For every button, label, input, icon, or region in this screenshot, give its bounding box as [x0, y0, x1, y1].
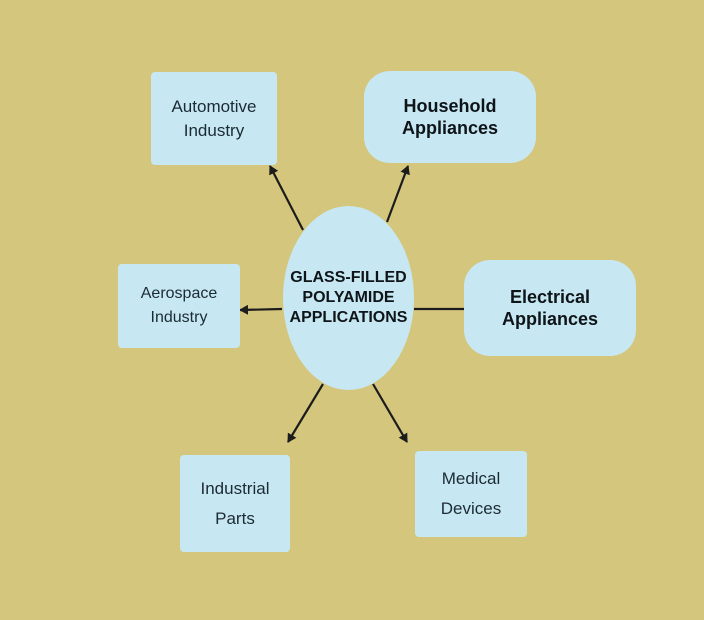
node-label: Automotive Industry	[171, 96, 257, 140]
node-industrial-parts: Industrial Parts	[180, 455, 290, 552]
node-electrical-appliances: Electrical Appliances	[464, 260, 636, 356]
node-aerospace-industry: Aerospace Industry	[118, 264, 240, 348]
arrow-to-medical	[372, 383, 408, 443]
node-household-appliances: Household Appliances	[364, 71, 536, 163]
node-label: Aerospace Industry	[140, 285, 218, 326]
central-topic-label: GLASS-FILLED POLYAMIDE APPLICATIONS	[289, 269, 408, 326]
arrow-to-aerospace	[239, 304, 283, 315]
node-label: Medical Devices	[440, 469, 502, 518]
node-label: Household Appliances	[401, 96, 499, 138]
node-medical-devices: Medical Devices	[415, 451, 527, 537]
node-automotive-industry: Automotive Industry	[151, 72, 277, 165]
central-topic-node: GLASS-FILLED POLYAMIDE APPLICATIONS	[283, 206, 414, 390]
arrow-to-automotive	[269, 165, 304, 231]
arrow-to-household	[385, 165, 410, 223]
node-label: Industrial Parts	[200, 478, 270, 528]
arrow-to-industrial	[287, 383, 324, 443]
node-label: Electrical Appliances	[501, 287, 599, 329]
